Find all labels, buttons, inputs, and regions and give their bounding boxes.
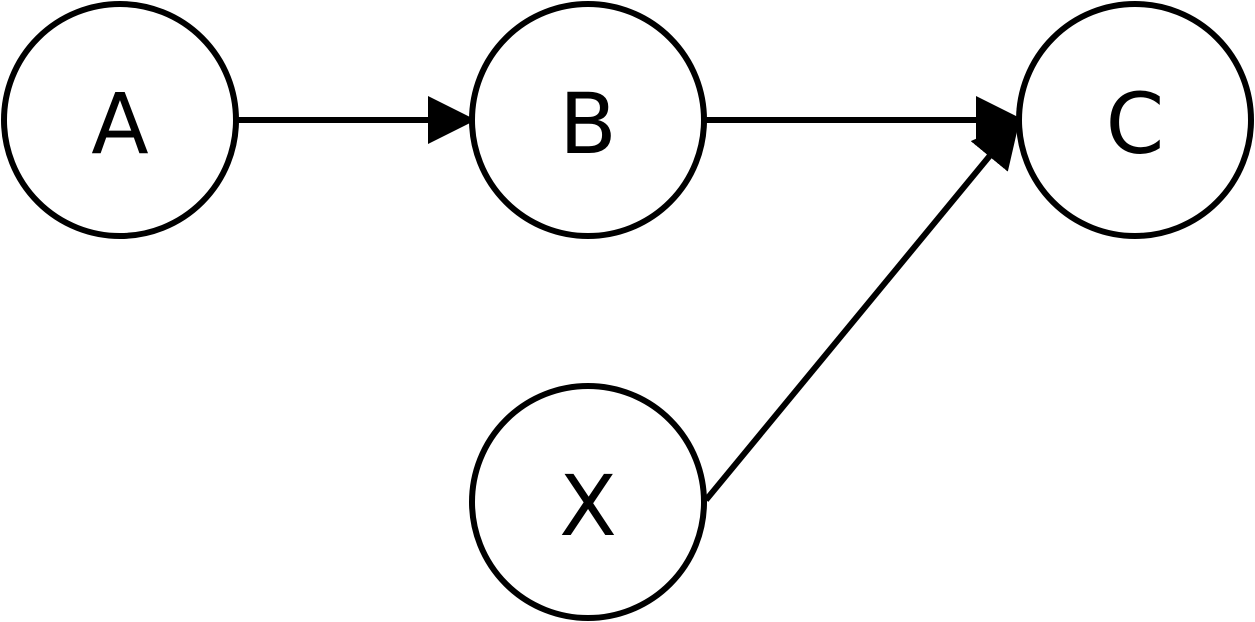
node-x-circle <box>469 383 707 621</box>
node-a: A <box>1 1 239 239</box>
node-a-label: A <box>91 75 148 173</box>
node-c-label: C <box>1106 75 1165 173</box>
node-c-circle <box>1016 1 1254 239</box>
node-c: C <box>1016 1 1254 239</box>
node-b-circle <box>469 1 707 239</box>
node-b-label: B <box>559 75 617 173</box>
node-x: X <box>469 383 707 621</box>
node-x-label: X <box>559 457 617 555</box>
node-a-circle <box>1 1 239 239</box>
edge-x-to-c <box>703 119 1020 502</box>
node-b: B <box>469 1 707 239</box>
